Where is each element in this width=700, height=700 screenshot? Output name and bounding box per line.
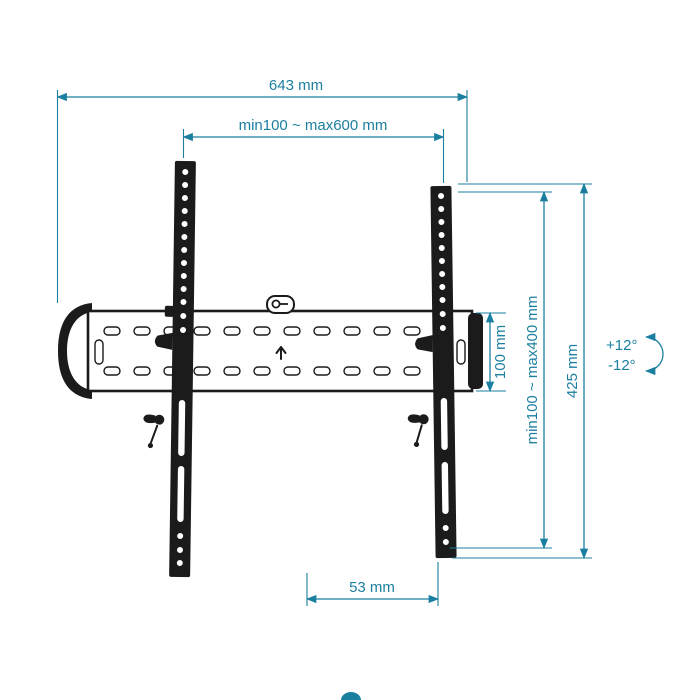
center-up-arrow-icon [275,346,287,360]
dimension-vesa-width: min100 ~ max600 mm [182,117,445,183]
dimension-vesa-height: min100 ~ max400 mm [450,190,552,550]
dimension-total-width: 643 mm [56,77,469,303]
tilt-down-label: -12° [608,357,636,374]
plate-height-label: 100 mm [492,325,509,379]
wall-distance-label: 53 mm [349,579,395,596]
dimension-bracket-height: 425 mm [452,182,592,560]
bracket-height-label: 425 mm [564,344,581,398]
right-rail-lock-lever [415,335,433,353]
keyhole-tab [266,295,295,314]
plate-left-end-cap [58,303,92,399]
left-tv-rail [143,160,196,578]
tilt-annotation: +12° -12° [606,332,664,376]
right-rail-holes [438,193,449,545]
left-rail-lock-lever [154,332,173,350]
left-rail-top-hook [164,305,174,317]
left-rail-bar [169,160,196,578]
dimension-wall-distance: 53 mm [305,562,440,606]
right-rail-wing-screw [407,414,429,447]
tilt-up-label: +12° [606,337,637,354]
tilt-arc-arrow-icon [644,332,664,376]
plate-end-vertical-slots [94,339,466,365]
wall-plate [58,295,483,399]
total-width-label: 643 mm [269,77,323,94]
brand-mark [341,692,361,700]
left-rail-holes [176,169,189,566]
left-rail-wing-screw [143,414,165,449]
right-rail-bar [430,185,457,559]
dimension-plate-height: 100 mm [476,311,509,393]
vesa-height-label: min100 ~ max400 mm [524,296,541,445]
plate-right-end-cap [468,313,483,389]
vesa-width-label: min100 ~ max600 mm [239,117,388,134]
right-tv-rail [407,185,457,559]
